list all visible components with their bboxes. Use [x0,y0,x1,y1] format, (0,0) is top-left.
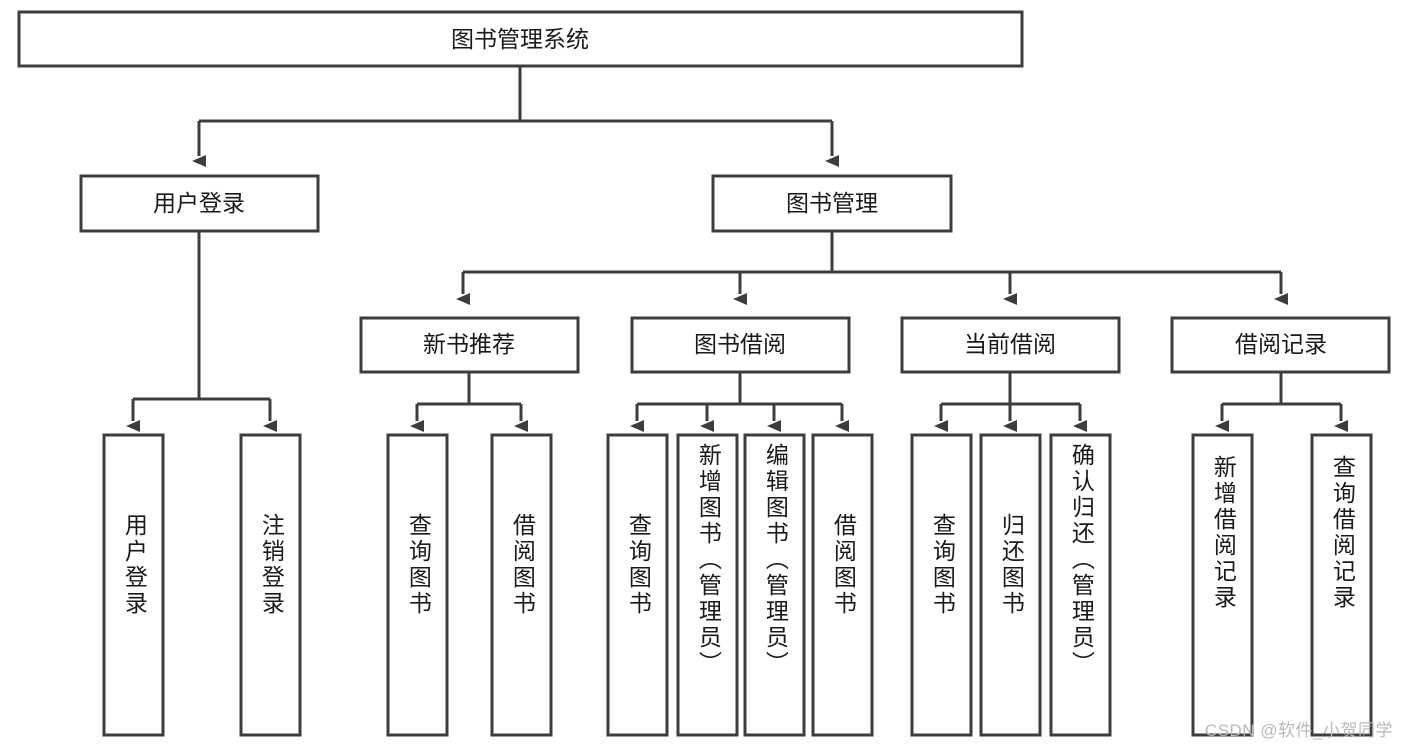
leaf-box-query-book-2[interactable] [606,433,669,737]
leaf-box-user-login[interactable] [102,433,165,737]
node-new-book-recommend-box[interactable] [359,316,580,374]
node-book-management[interactable]: 图书管理 [711,174,953,233]
leaf-label-query-record: 查询借阅记录 [1329,455,1356,611]
connector-bookmgmt-to-level2 [456,231,1288,305]
node-borrow-record-box[interactable] [1170,316,1391,374]
leaf-label-return-book: 归还图书 [998,513,1025,617]
node-root[interactable]: 图书管理系统 [17,10,1024,68]
node-new-book-recommend-label: 新书推荐 [423,331,515,357]
leaf-box-query-book-3[interactable] [910,433,973,737]
leaf-box-add-book[interactable] [676,433,739,737]
node-current-borrow-label: 当前借阅 [964,331,1056,357]
node-book-borrow-label: 图书借阅 [694,331,786,357]
node-new-book-recommend[interactable]: 新书推荐 [359,316,580,374]
leaf-box-confirm-return[interactable] [1049,433,1112,737]
node-user-login-label: 用户登录 [153,190,245,216]
node-root-label: 图书管理系统 [451,26,589,52]
leaf-box-edit-book[interactable] [743,433,806,737]
connector-root-to-level1 [192,66,839,167]
node-book-borrow-box[interactable] [630,316,851,374]
leaf-label-borrow-book-1: 借阅图书 [509,513,536,617]
leaf-label-confirm-return: 确认归还（管理员） [1068,443,1095,677]
node-user-login-box[interactable] [79,174,320,233]
leaf-box-borrow-book-2[interactable] [811,433,874,737]
connector-currentborrow-to-leaves [934,372,1087,432]
leaf-label-query-book-2: 查询图书 [625,513,652,617]
leaf-label-edit-book: 编辑图书（管理员） [762,443,789,677]
node-book-management-box[interactable] [711,174,953,233]
leaf-label-add-book: 新增图书（管理员） [695,443,722,677]
node-current-borrow-box[interactable] [900,316,1121,374]
node-current-borrow[interactable]: 当前借阅 [900,316,1121,374]
leaf-boxes [102,433,1373,737]
node-borrow-record-label: 借阅记录 [1235,331,1327,357]
connector-borrowrecord-to-leaves [1215,372,1348,432]
leaf-label-query-book-3: 查询图书 [929,513,956,617]
leaf-box-borrow-book-1[interactable] [490,433,553,737]
leaf-label-user-login: 用户登录 [121,513,148,617]
node-user-login[interactable]: 用户登录 [79,174,320,233]
leaf-label-borrow-book-2: 借阅图书 [830,513,857,617]
connector-newbook-to-leaves [410,372,528,432]
node-borrow-record[interactable]: 借阅记录 [1170,316,1391,374]
node-root-box[interactable] [17,10,1024,68]
leaf-label-logout: 注销登录 [258,513,285,617]
node-book-borrow[interactable]: 图书借阅 [630,316,851,374]
leaf-label-query-book-1: 查询图书 [405,513,432,617]
leaf-box-return-book[interactable] [979,433,1042,737]
connector-userlogin-to-leaves [126,231,277,432]
leaf-box-add-record[interactable] [1191,433,1254,737]
leaf-box-query-record[interactable] [1310,433,1373,737]
leaf-label-add-record: 新增借阅记录 [1210,455,1237,611]
leaf-box-query-book-1[interactable] [386,433,449,737]
connector-bookborrow-to-leaves [630,372,849,432]
leaf-box-logout[interactable] [239,433,302,737]
node-book-management-label: 图书管理 [786,190,878,216]
